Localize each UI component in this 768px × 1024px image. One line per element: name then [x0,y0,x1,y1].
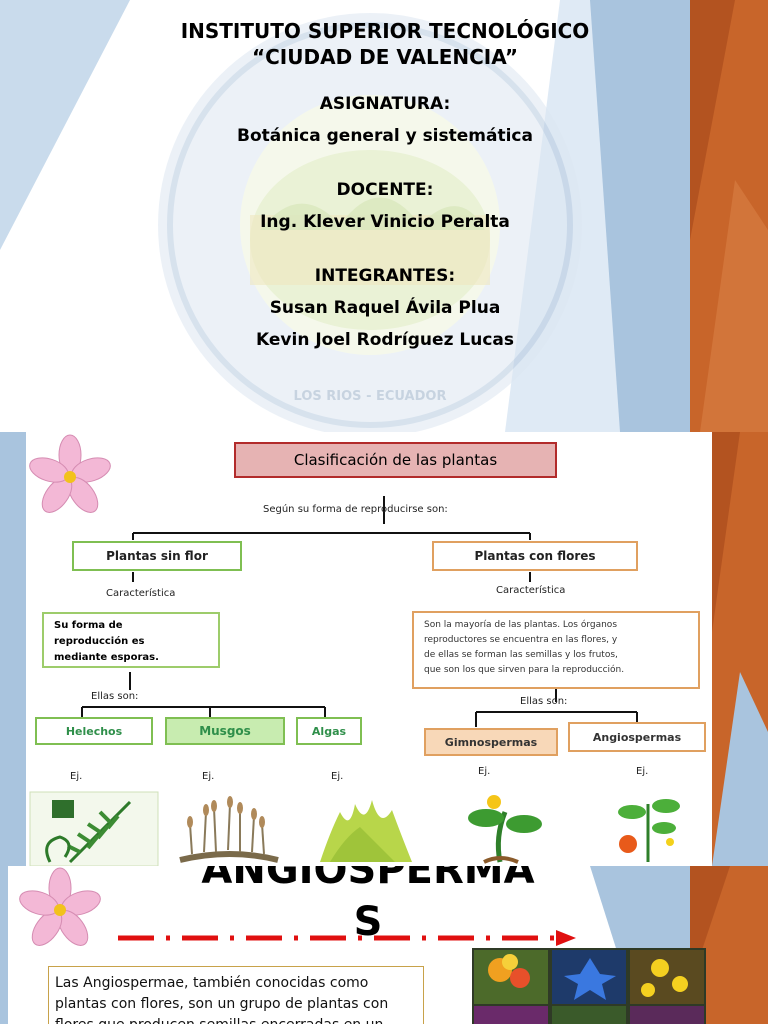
they-are-label: Ellas son: [520,696,568,707]
group-mosses: Musgos [165,717,285,745]
subject-heading: ASIGNATURA: [319,94,451,114]
pink-flower-icon [19,867,101,946]
pink-flower-icon [29,434,111,513]
group-ferns: Helechos [35,717,153,745]
characteristic-label: Característica [496,585,566,596]
category-plants-with-flowers: Plantas con flores [432,541,638,571]
example-label: Ej. [70,771,83,782]
characteristic-left-box: Su forma de reproducción es mediante esp… [42,612,220,668]
angiosperms-title-top: ANGIOSPERMA [201,866,535,893]
teacher-name: Ing. Klever Vinicio Peralta [260,212,510,232]
description-line: Las Angiospermae, también conocidas como [55,975,369,991]
slide-title: LOS RIOS - ECUADOR INSTITUTO SUPERIOR TE… [0,0,768,432]
angiosperms-title-bottom: S [353,899,383,945]
slide-classification: Clasificación de las plantas Según su fo… [0,432,768,866]
member-name: Kevin Joel Rodríguez Lucas [256,330,514,350]
group-algae: Algas [296,717,362,745]
flower-photos-grid [472,948,706,1024]
example-label: Ej. [202,771,215,782]
institute-seal-watermark: LOS RIOS - ECUADOR [158,13,582,432]
gymnosperm-seedling-illustration [452,794,570,866]
characteristic-text: Son la mayoría de las plantas. Los órgan… [424,620,618,630]
they-are-label: Ellas son: [91,691,139,702]
characteristic-right-box: Son la mayoría de las plantas. Los órgan… [412,611,700,689]
moss-illustration [172,794,282,866]
slide-angiosperms-decoration [0,866,768,1024]
group-gymnosperms: Gimnospermas [424,728,558,756]
diagram-subtitle: Según su forma de reproducirse son: [263,504,448,515]
slide-title-decoration: LOS RIOS - ECUADOR [0,0,768,432]
characteristic-text: mediante esporas. [54,652,159,663]
example-label: Ej. [478,766,491,777]
category-plants-without-flower: Plantas sin flor [72,541,242,571]
example-label: Ej. [636,766,649,777]
description-line: flores que producen semillas encerradas … [55,1015,417,1024]
description-line: plantas con flores, son un grupo de plan… [55,996,389,1012]
characteristic-text: Su forma de [54,620,123,631]
institute-name-line1: INSTITUTO SUPERIOR TECNOLÓGICO [180,19,590,43]
fern-illustration [29,791,159,866]
slide-angiosperms: ANGIOSPERMA S Las Angiospermae, también … [0,866,768,1024]
angiosperm-tomato-plant-illustration [586,794,712,866]
angiosperms-description: Las Angiospermae, también conocidas como… [48,966,424,1024]
arrow-head-icon [556,930,576,946]
diagram-title: Clasificación de las plantas [234,442,557,478]
svg-text:LOS RIOS - ECUADOR: LOS RIOS - ECUADOR [294,389,447,404]
teacher-heading: DOCENTE: [336,180,434,200]
example-label: Ej. [331,771,344,782]
characteristic-text: reproducción es [54,636,145,647]
group-angiosperms: Angiospermas [568,722,706,752]
subject-name: Botánica general y sistemática [237,126,533,146]
characteristic-text: que son los que sirven para la reproducc… [424,665,625,675]
classification-diagram-lines [0,432,768,866]
members-heading: INTEGRANTES: [314,266,456,286]
angiosperms-title: ANGIOSPERMA S [180,866,556,948]
characteristic-text: reproductores se encuentra en las flores… [424,635,618,645]
member-name: Susan Raquel Ávila Plua [269,298,501,318]
institute-name-line2: “CIUDAD DE VALENCIA” [251,45,519,69]
characteristic-label: Característica [106,588,176,599]
algae-illustration [300,794,428,866]
characteristic-text: de ellas se forman las semillas y los fr… [424,650,618,660]
